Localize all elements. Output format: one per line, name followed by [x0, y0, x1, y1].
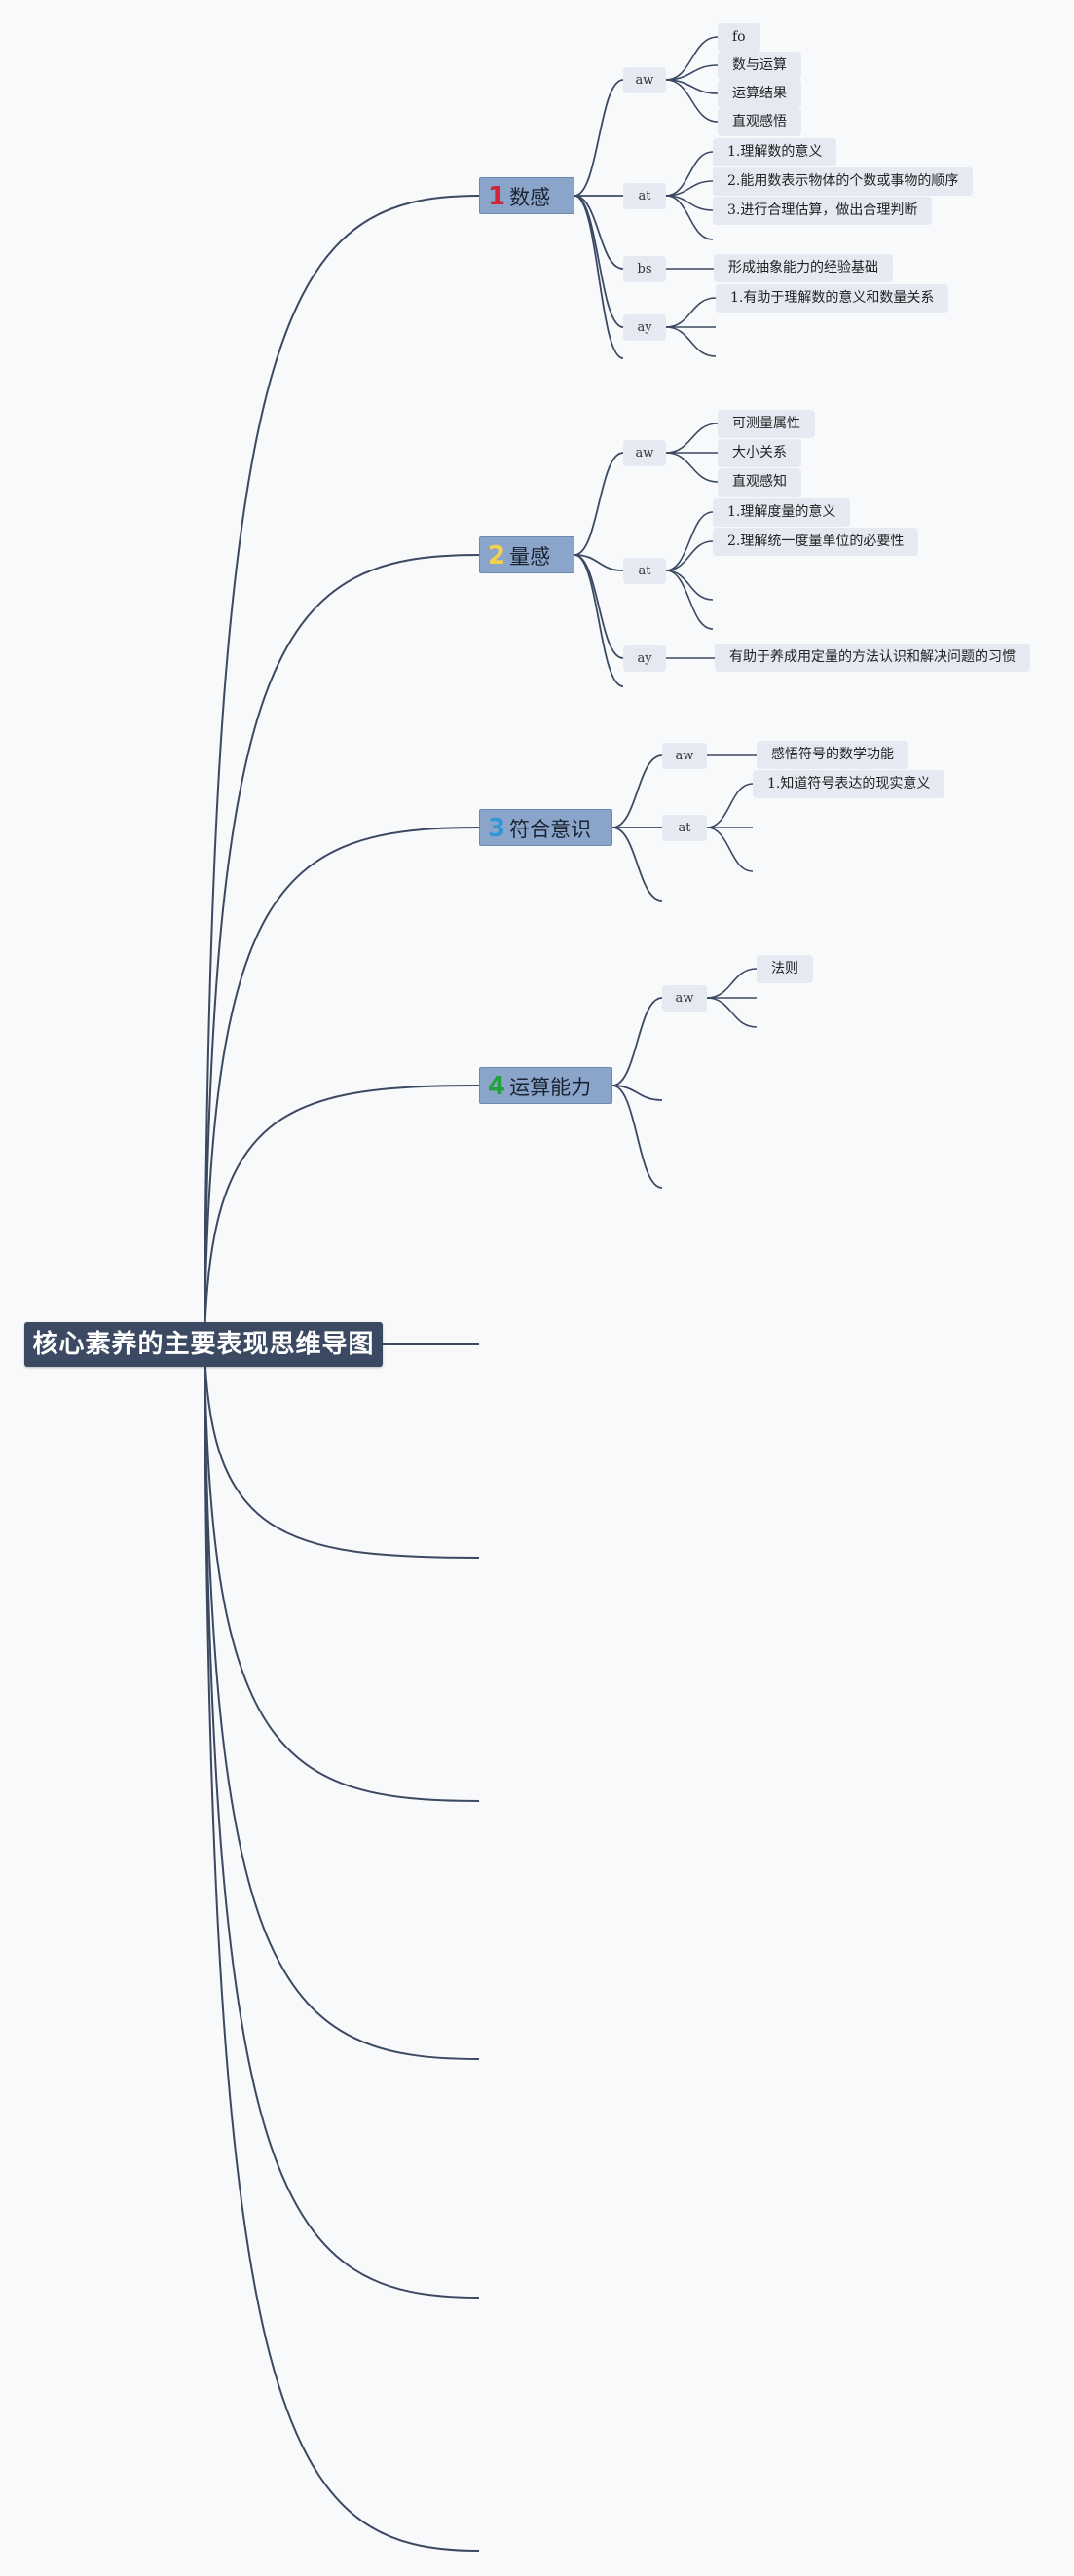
connector-line	[706, 827, 754, 872]
topic-number: 2	[488, 541, 506, 570]
leaf-node[interactable]: 1.知道符号表达的现实意义	[753, 770, 945, 798]
connector-line	[611, 1085, 663, 1101]
branch-label[interactable]: ay	[623, 314, 666, 341]
leaf-node[interactable]: 大小关系	[718, 439, 801, 467]
branch-label[interactable]: aw	[662, 985, 707, 1012]
connector-line	[204, 1343, 480, 2060]
topic-number: 3	[488, 814, 506, 843]
connector-line	[611, 1085, 663, 1189]
topic-label: 运算能力	[509, 1076, 592, 1099]
leaf-node[interactable]: 2.理解统一度量单位的必要性	[713, 528, 919, 556]
leaf-node[interactable]: fo	[718, 23, 760, 52]
connector-line	[665, 151, 714, 197]
connector-line	[204, 827, 480, 1345]
connector-line	[611, 754, 663, 828]
branch-label[interactable]: at	[623, 558, 666, 584]
connector-line	[204, 1343, 480, 2299]
connector-line	[665, 79, 719, 123]
connector-line	[574, 554, 624, 571]
topic-label: 符合意识	[509, 818, 592, 841]
leaf-node[interactable]: 运算结果	[718, 80, 801, 108]
connector-line	[574, 195, 624, 328]
topic-label: 数感	[509, 186, 551, 209]
topic-number: 1	[488, 182, 506, 211]
connector-line	[665, 195, 714, 240]
root-node[interactable]: 核心素养的主要表现思维导图	[24, 1322, 383, 1367]
branch-label[interactable]: aw	[662, 743, 707, 769]
leaf-node[interactable]: 1.有助于理解数的意义和数量关系	[716, 284, 949, 313]
connector-line	[665, 570, 714, 630]
branch-label[interactable]: bs	[623, 256, 666, 282]
branch-label[interactable]: aw	[623, 67, 666, 93]
leaf-node[interactable]: 感悟符号的数学功能	[757, 741, 908, 769]
connector-line	[204, 554, 480, 1345]
topic-number: 4	[488, 1072, 506, 1101]
connector-line	[706, 783, 754, 828]
branch-label[interactable]: at	[623, 183, 666, 209]
connector-line	[665, 326, 717, 357]
connector-line	[574, 79, 624, 197]
leaf-node[interactable]: 直观感悟	[718, 108, 801, 136]
topic-label: 量感	[509, 545, 551, 569]
leaf-node[interactable]: 形成抽象能力的经验基础	[714, 254, 893, 282]
connector-line	[665, 511, 714, 571]
leaf-node[interactable]: 可测量属性	[718, 410, 815, 438]
connector-line	[204, 1343, 480, 2552]
leaf-node[interactable]: 1.理解度量的意义	[713, 498, 851, 527]
connector-line	[611, 997, 663, 1086]
leaf-node[interactable]: 2.能用数表示物体的个数或事物的顺序	[713, 167, 974, 196]
connector-line	[204, 1343, 480, 1559]
connector-line	[665, 570, 714, 601]
connector-line	[706, 997, 758, 1028]
connector-line	[204, 195, 480, 1345]
connector-line	[204, 1343, 480, 1802]
connector-line	[574, 195, 624, 359]
connector-line	[665, 452, 719, 483]
leaf-node[interactable]: 法则	[757, 955, 813, 983]
connector-line	[204, 1085, 480, 1345]
connector-line	[706, 968, 758, 999]
leaf-node[interactable]: 数与运算	[718, 52, 801, 80]
connector-line	[665, 297, 717, 328]
leaf-node[interactable]: 1.理解数的意义	[713, 138, 837, 166]
branch-label[interactable]: at	[662, 815, 707, 841]
connector-line	[574, 195, 624, 270]
connector-line	[665, 423, 719, 454]
connector-line	[574, 554, 624, 687]
leaf-node[interactable]: 有助于养成用定量的方法认识和解决问题的习惯	[715, 644, 1030, 672]
connector-line	[665, 540, 714, 571]
branch-label[interactable]: ay	[623, 645, 666, 672]
branch-label[interactable]: aw	[623, 440, 666, 466]
connector-line	[611, 827, 663, 902]
leaf-node[interactable]: 直观感知	[718, 468, 801, 497]
connector-line	[574, 452, 624, 556]
leaf-node[interactable]: 3.进行合理估算，做出合理判断	[713, 197, 933, 225]
